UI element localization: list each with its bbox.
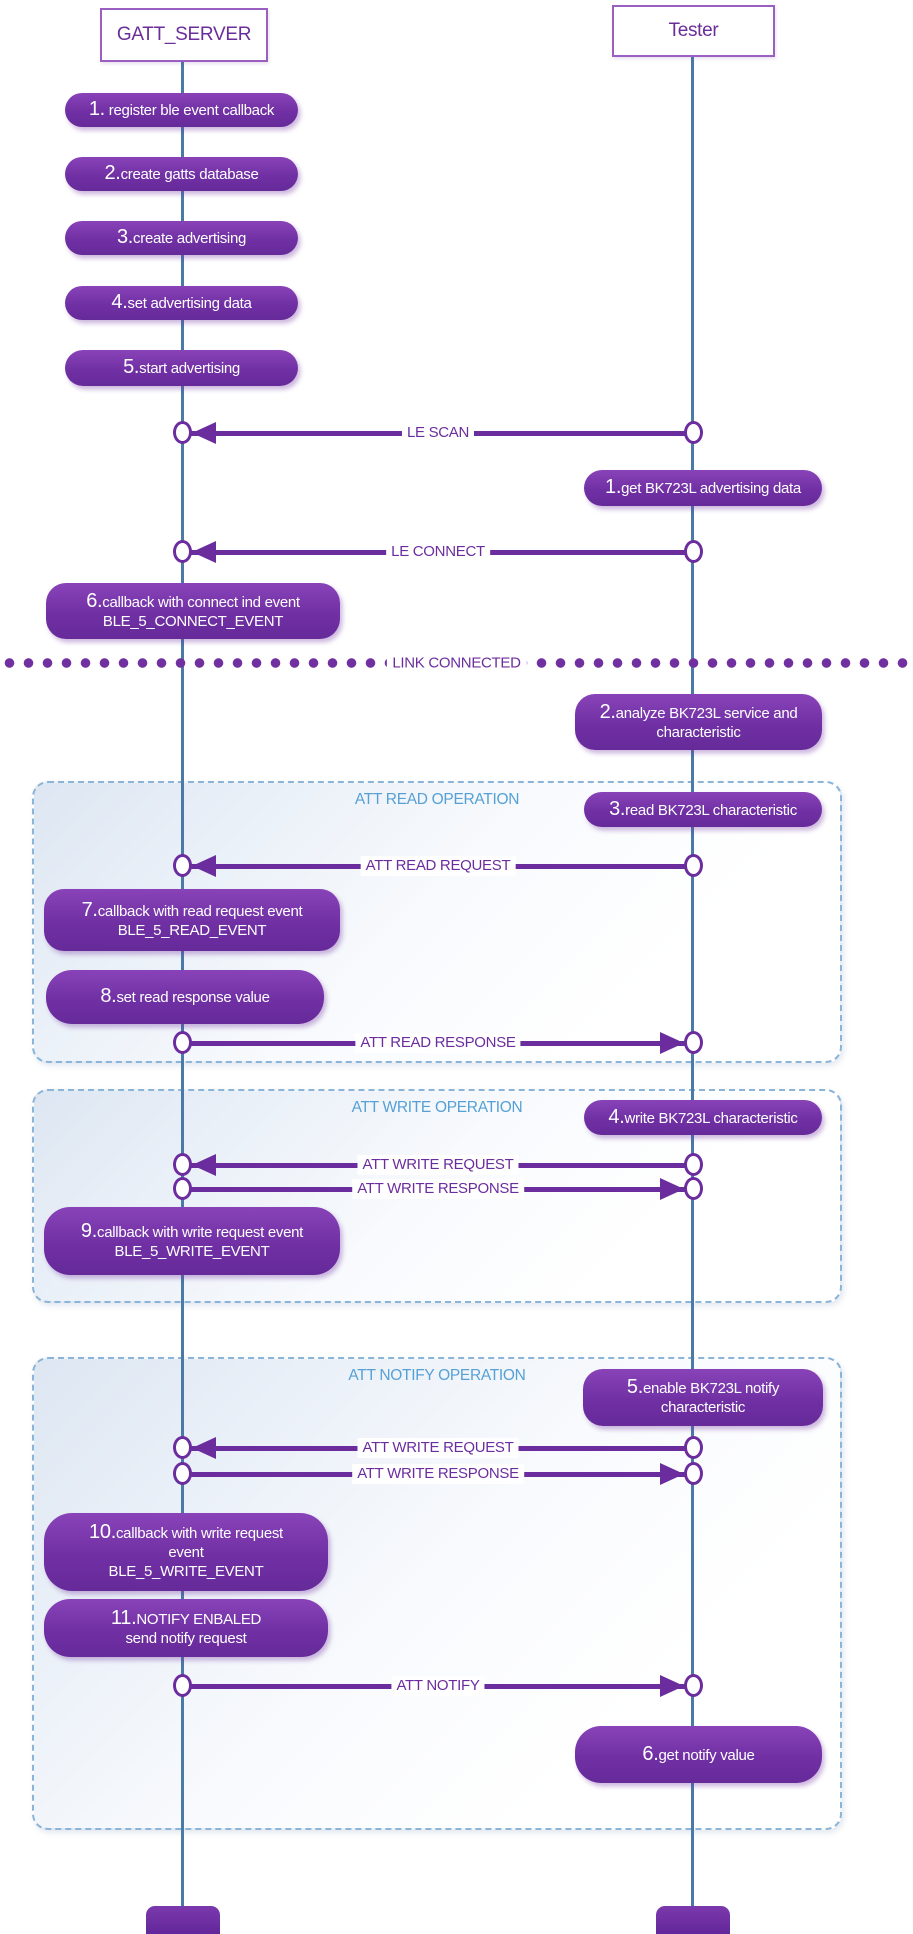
tester-step-get-notify-value: 6.get notify value: [575, 1726, 822, 1783]
att-write-operation-label: ATT WRITE OPERATION: [351, 1099, 523, 1116]
arrowhead-right-icon: [660, 1675, 684, 1697]
actor-tester-label: Tester: [668, 20, 719, 41]
arrowhead-right-icon: [660, 1032, 684, 1054]
message-label: LE CONNECT: [386, 542, 490, 562]
activation-bar: [656, 1906, 730, 1934]
message-label: ATT READ RESPONSE: [355, 1033, 521, 1053]
arrowhead-left-icon: [192, 422, 216, 444]
gatt-step-write-request-event: 9.callback with write request event BLE_…: [44, 1207, 340, 1275]
endpoint-circle: [173, 1031, 192, 1054]
gatt-step-create-advertising: 3.create advertising: [65, 221, 298, 255]
tester-step-analyze-service: 2.analyze BK723L service and characteris…: [575, 694, 822, 750]
gatt-step-notify-enabled: 11.NOTIFY ENBALED send notify request: [44, 1599, 328, 1657]
arrowhead-left-icon: [192, 855, 216, 877]
tester-lifeline: [691, 57, 694, 1934]
endpoint-circle: [684, 1462, 703, 1485]
message-att-write-response-notify: ATT WRITE RESPONSE: [173, 1461, 703, 1487]
message-le-connect: LE CONNECT: [173, 539, 703, 565]
att-read-operation-label: ATT READ OPERATION: [354, 791, 520, 808]
link-connected-label: LINK CONNECTED: [386, 654, 527, 672]
gatt-step-register-callback: 1. register ble event callback: [65, 93, 298, 127]
endpoint-circle: [173, 1177, 192, 1200]
gatt-step-set-read-response: 8.set read response value: [46, 970, 324, 1024]
message-label: ATT READ REQUEST: [360, 856, 516, 876]
activation-bar: [146, 1906, 220, 1934]
arrowhead-left-icon: [192, 1154, 216, 1176]
tester-step-write-characteristic: 4.write BK723L characteristic: [584, 1100, 822, 1135]
actor-gatt-server: GATT_SERVER: [100, 8, 268, 62]
endpoint-circle: [684, 854, 703, 877]
endpoint-circle: [684, 1031, 703, 1054]
message-label: ATT WRITE REQUEST: [357, 1155, 519, 1175]
message-att-notify: ATT NOTIFY: [173, 1673, 703, 1699]
actor-tester: Tester: [612, 5, 775, 57]
message-label: ATT WRITE RESPONSE: [352, 1179, 524, 1199]
endpoint-circle: [173, 421, 192, 444]
message-label: ATT WRITE REQUEST: [357, 1438, 519, 1458]
endpoint-circle: [684, 1436, 703, 1459]
message-label: ATT WRITE RESPONSE: [352, 1464, 524, 1484]
endpoint-circle: [173, 1462, 192, 1485]
tester-step-get-advertising-data: 1.get BK723L advertising data: [584, 470, 822, 506]
gatt-step-connect-ind-event: 6.callback with connect ind event BLE_5_…: [46, 583, 340, 639]
message-label: LE SCAN: [401, 423, 475, 443]
gatt-step-start-advertising: 5.start advertising: [65, 350, 298, 386]
message-att-write-response: ATT WRITE RESPONSE: [173, 1176, 703, 1202]
message-att-write-request: ATT WRITE REQUEST: [173, 1152, 703, 1178]
gatt-step-set-advertising-data: 4.set advertising data: [65, 286, 298, 320]
arrowhead-right-icon: [660, 1178, 684, 1200]
message-label: ATT NOTIFY: [391, 1676, 485, 1696]
gatt-step-read-request-event: 7.callback with read request event BLE_5…: [44, 889, 340, 951]
endpoint-circle: [173, 854, 192, 877]
link-connected-divider: LINK CONNECTED: [0, 654, 913, 672]
arrowhead-left-icon: [192, 1437, 216, 1459]
tester-step-enable-notify: 5.enable BK723L notify characteristic: [583, 1369, 823, 1426]
endpoint-circle: [173, 1436, 192, 1459]
arrowhead-left-icon: [192, 541, 216, 563]
endpoint-circle: [684, 540, 703, 563]
endpoint-circle: [173, 1153, 192, 1176]
endpoint-circle: [173, 1674, 192, 1697]
message-att-read-response: ATT READ RESPONSE: [173, 1030, 703, 1056]
endpoint-circle: [684, 1153, 703, 1176]
actor-gatt-server-label: GATT_SERVER: [116, 24, 252, 45]
endpoint-circle: [684, 1177, 703, 1200]
tester-step-read-characteristic: 3.read BK723L characteristic: [584, 792, 822, 827]
endpoint-circle: [173, 540, 192, 563]
message-att-read-request: ATT READ REQUEST: [173, 853, 703, 879]
arrowhead-right-icon: [660, 1463, 684, 1485]
gatt-step-write-request-event-notify: 10.callback with write request event BLE…: [44, 1513, 328, 1591]
endpoint-circle: [684, 1674, 703, 1697]
att-notify-operation-label: ATT NOTIFY OPERATION: [348, 1367, 526, 1384]
endpoint-circle: [684, 421, 703, 444]
message-le-scan: LE SCAN: [173, 420, 703, 446]
message-att-write-request-notify: ATT WRITE REQUEST: [173, 1435, 703, 1461]
gatt-step-create-gatts-database: 2.create gatts database: [65, 157, 298, 191]
